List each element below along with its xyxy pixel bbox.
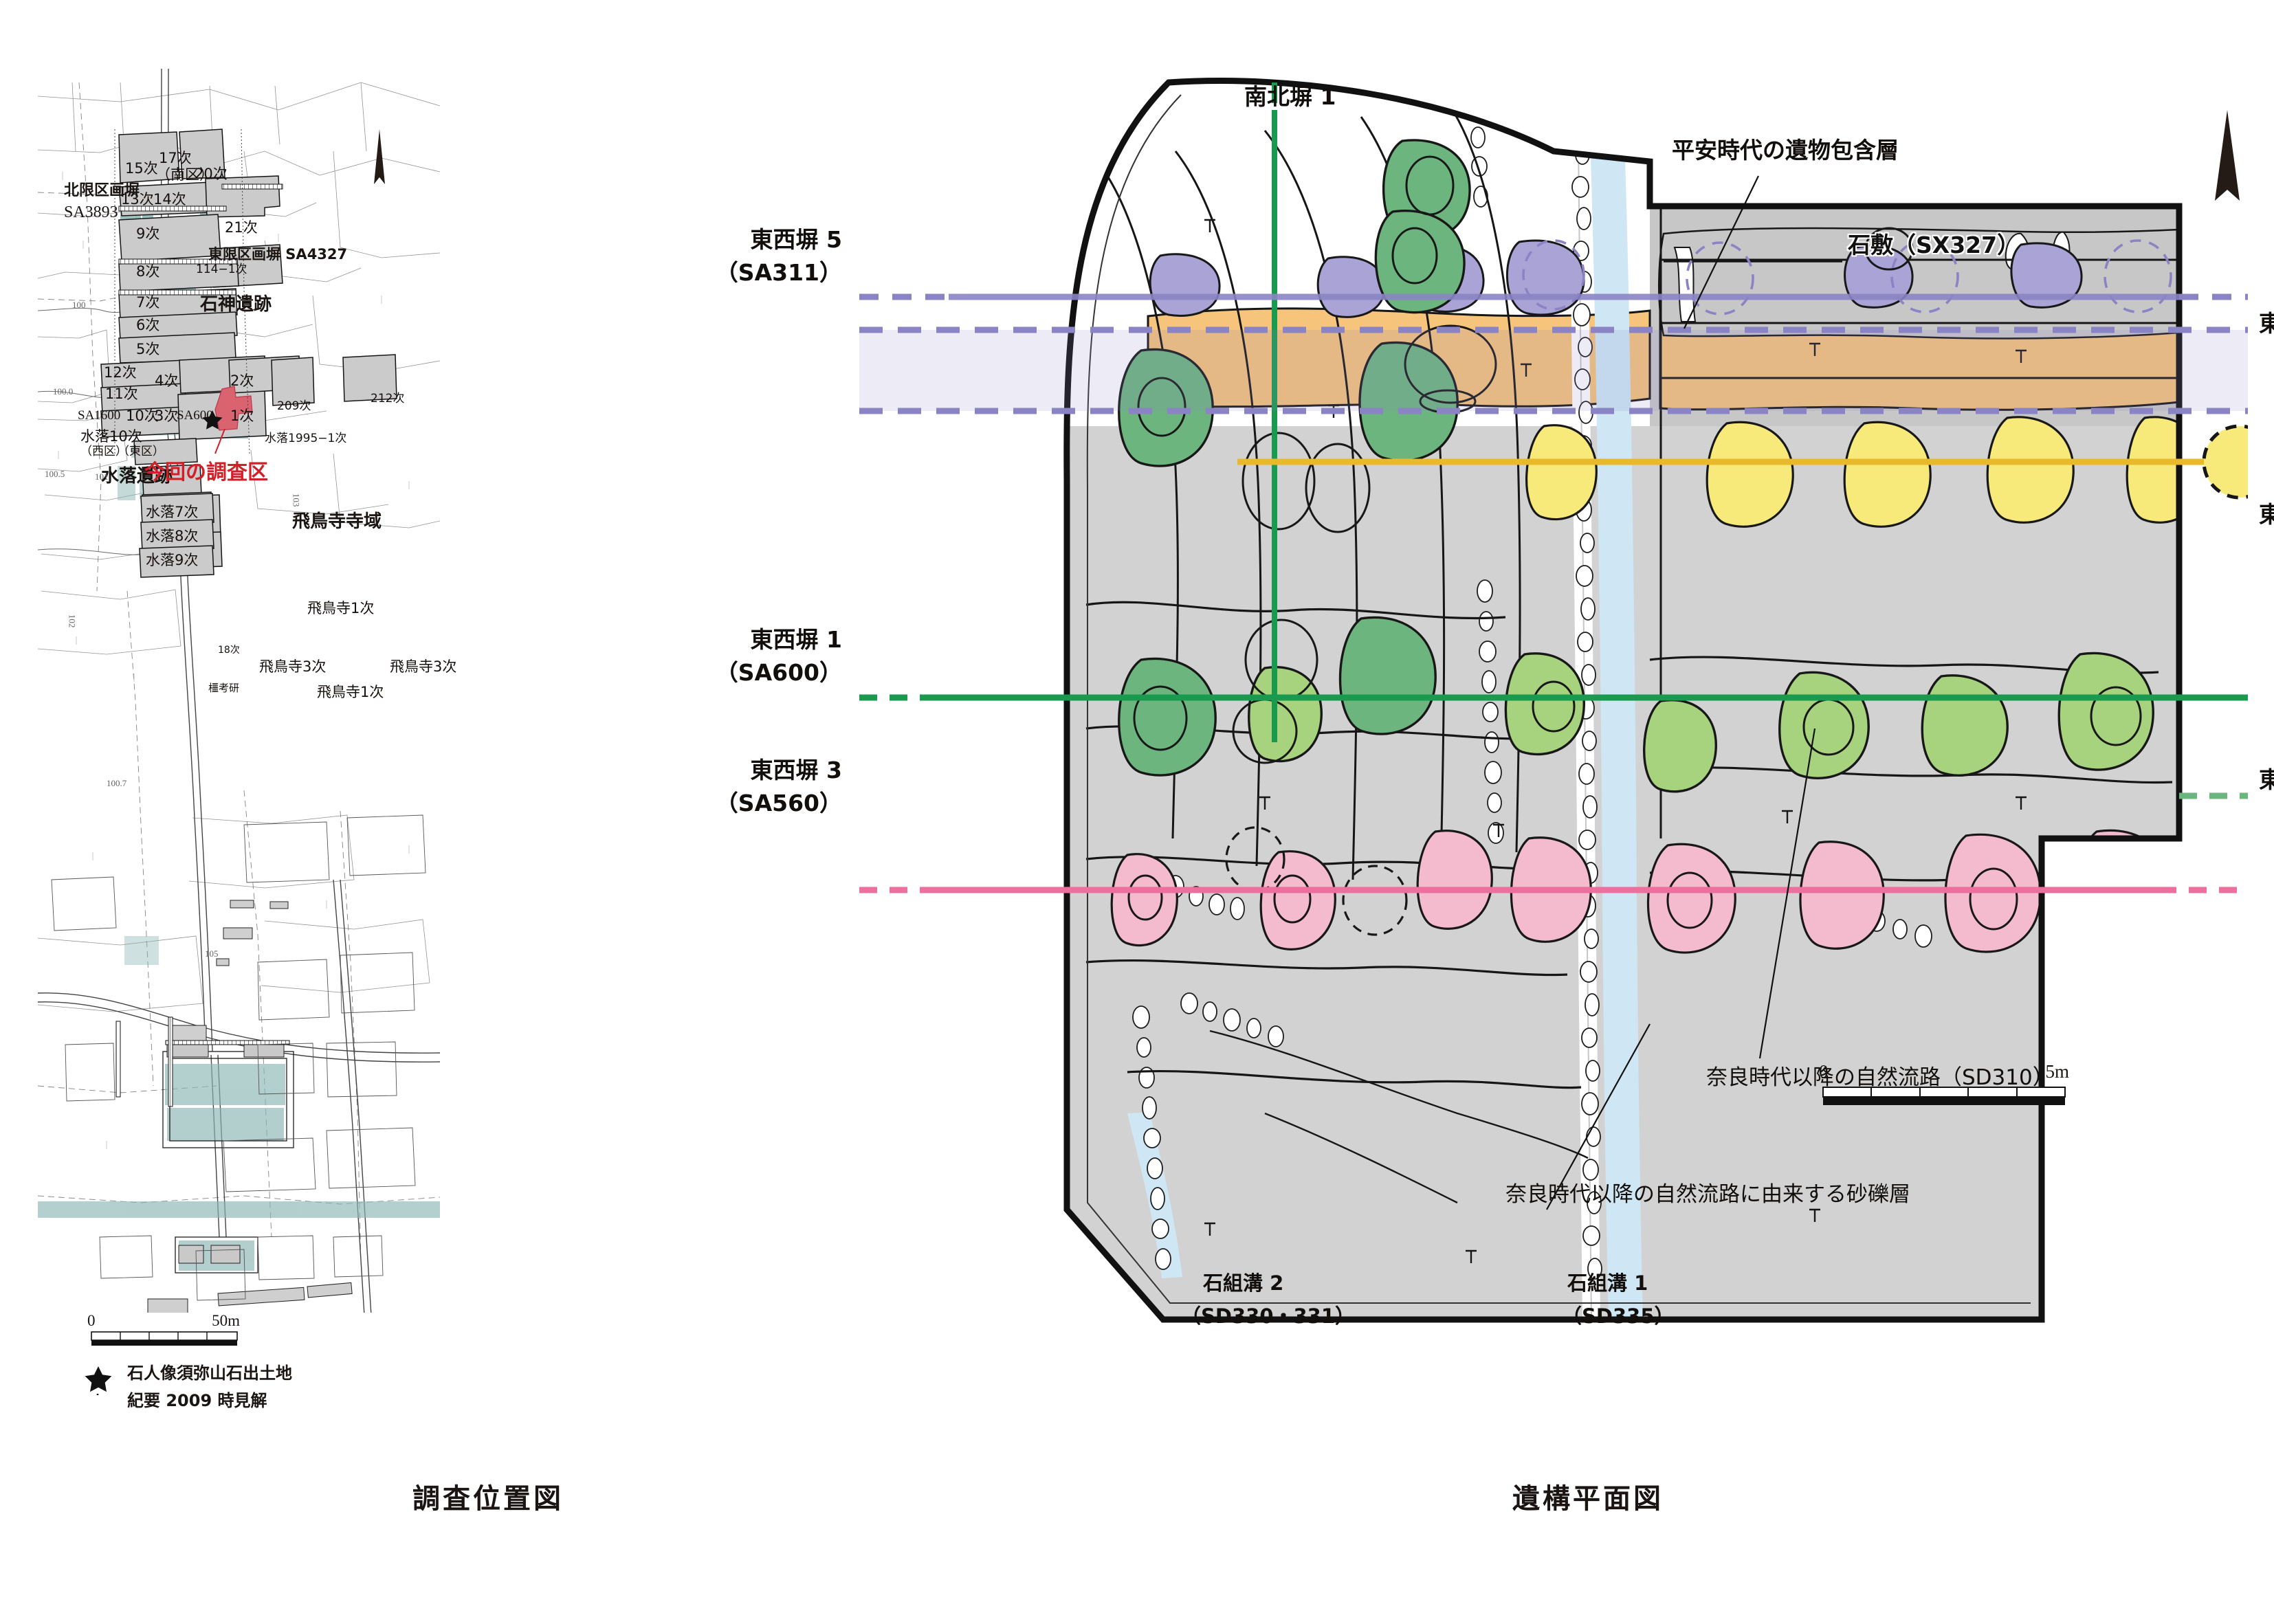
label-tozai-bei-3-sa560: （SA560） — [715, 790, 842, 816]
label-heian-artifact-layer: 平安時代の遺物包含層 — [1672, 137, 1899, 164]
label-ishigami-iseki: 石神遺跡 — [200, 294, 272, 315]
exc-label-east-district: （東区） — [118, 445, 164, 458]
north-arrow-icon — [2215, 110, 2240, 201]
exc-label-7ji: 7次 — [136, 294, 160, 311]
feature-plan-map — [859, 78, 2248, 1323]
exc-label-5ji: 5次 — [136, 341, 160, 357]
exc-label-114-1ji: 114−1次 — [196, 263, 247, 276]
exc-label-20ji: 20次 — [195, 166, 228, 182]
contour-label-100: 100 — [72, 300, 86, 310]
right-figure-caption: 遺構平面図 — [1512, 1483, 1664, 1515]
survey-location-map — [38, 69, 440, 1395]
label-tougen-kukakubei: 東限区画塀 SA4327 — [208, 246, 348, 263]
exc-label-17ji: 17次 — [159, 150, 192, 166]
legend-note-text: 紀要 2009 時見解 — [127, 1391, 267, 1410]
exc-label-1ji: 1次 — [230, 408, 254, 424]
lightgreen-post-pits — [1248, 652, 2154, 793]
exc-label-asukadera1ji-b: 飛鳥寺1次 — [317, 684, 384, 700]
exc-label-west-district: （西区） — [80, 445, 127, 458]
label-mizuochi-1995: 水落1995−1次 — [265, 432, 347, 445]
left-figure-caption: 調査位置図 — [412, 1483, 564, 1515]
label-gravel-layer: 奈良時代以降の自然流路に由来する砂礫層 — [1505, 1182, 1910, 1207]
exc-label-10ji: 10次 — [126, 408, 159, 424]
contour-label-101: 101 — [95, 471, 109, 482]
exc-label-sa600: SA600 — [177, 408, 213, 423]
label-tozai-bei-5: 東西塀 5 — [750, 226, 842, 253]
legend-asterisk-icon — [96, 1394, 99, 1395]
right-map-scale-bar — [1822, 1087, 2066, 1105]
exc-label-mizuochi10ji: 水落10次 — [80, 428, 142, 445]
inferred-post-circles — [1522, 239, 2172, 315]
label-tozai-bei-3: 東西塀 3 — [750, 757, 842, 783]
exc-label-mizuochi7ji: 水落7次 — [146, 504, 199, 520]
feature-plan-map-panel: 南北塀 1 平安時代の遺物包含層 石敷（SX327） 東西塀 5 （SA311）… — [716, 41, 2274, 1423]
label-sd310: 奈良時代以降の自然流路（SD310） — [1706, 1065, 2054, 1090]
exc-label-11ji: 11次 — [105, 386, 138, 402]
contour-label-100-7: 100.7 — [107, 778, 127, 788]
exc-label-14ji: 14次 — [153, 191, 186, 208]
annotation-leader-lines — [1546, 175, 1816, 1210]
survey-location-map-panel: 北限区画塀 SA3893 東限区画塀 SA4327 石神遺跡 水落遺跡 飛鳥寺寺… — [38, 69, 456, 1410]
tozai-mizo-1-band — [859, 326, 2248, 414]
exc-label-4ji: 4次 — [155, 372, 179, 389]
left-scale-end: 50m — [212, 1312, 240, 1329]
label-tozai-bei-1-sa600: （SA600） — [715, 659, 842, 686]
exc-label-12ji: 12次 — [104, 364, 137, 381]
exc-label-asukadera3ji-a: 飛鳥寺3次 — [259, 658, 327, 675]
tozai-bei-4-marker-circle — [2202, 424, 2248, 500]
exc-label-kankouken: 橿考研 — [208, 682, 240, 694]
label-tozai-mizo-1: 東西溝 1 — [2259, 310, 2274, 337]
exc-label-sa1600: SA1600 — [78, 408, 121, 423]
label-tozai-mizo-1-sd347: （SD347） — [2259, 343, 2274, 370]
label-ishigumi-mizo-1: 石組溝 1 — [1567, 1271, 1648, 1295]
exc-label-209ji: 209次 — [277, 399, 311, 413]
contour-label-102: 102 — [67, 614, 78, 628]
contour-label-105: 105 — [205, 948, 219, 959]
exc-label-212ji: 212次 — [371, 392, 405, 405]
exc-label-2ji: 2次 — [230, 372, 254, 389]
left-scale-start: 0 — [87, 1312, 96, 1329]
label-ishigumi-mizo-2-sd: （SD330・331） — [1181, 1304, 1356, 1328]
north-arrow-icon — [374, 129, 385, 184]
label-sa3893: SA3893 — [64, 203, 118, 221]
legend-star-icon — [85, 1366, 112, 1392]
contour-label-100-0: 100.0 — [53, 386, 74, 397]
label-mizuochi-iseki: 水落遺跡 — [101, 466, 173, 487]
label-hokugen-kukakubei: 北限区画塀 — [64, 182, 140, 199]
label-tozai-bei-1: 東西塀 1 — [750, 626, 842, 653]
natural-channel-sd310 — [1588, 82, 1643, 1320]
exc-label-asukadera1ji-a: 飛鳥寺1次 — [307, 600, 375, 616]
legend-star-text: 石人像須弥山石出土地 — [127, 1364, 292, 1383]
green-post-pits — [1118, 139, 1471, 777]
exc-label-13ji: 13次 — [121, 191, 154, 208]
right-scale-end: 5m — [2045, 1061, 2069, 1082]
exc-label-mizuochi9ji: 水落9次 — [146, 552, 199, 568]
exc-label-15ji: 15次 — [125, 160, 158, 177]
contour-label-103: 103 — [291, 493, 302, 507]
exc-label-21ji: 21次 — [225, 219, 258, 236]
trench-outline — [1063, 78, 2183, 1323]
contour-label-100-5: 100.5 — [45, 469, 65, 479]
yellow-post-pits — [1525, 416, 2179, 528]
label-nanboku-bei-1: 南北塀 1 — [1244, 83, 1336, 110]
label-ishigumi-mizo-1-sd: （SD335） — [1562, 1304, 1675, 1328]
label-asukadera-jiiki: 飛鳥寺寺域 — [292, 511, 382, 532]
exc-label-6ji: 6次 — [136, 317, 160, 333]
left-map-scale-bar — [91, 1331, 238, 1346]
label-ishigumi-mizo-2: 石組溝 2 — [1203, 1271, 1284, 1295]
exc-label-3ji: 3次 — [155, 408, 179, 424]
exc-label-mizuochi8ji: 水落8次 — [146, 528, 199, 544]
label-tozai-bei-5-sa311: （SA311） — [715, 259, 842, 286]
label-tozai-bei-4: 東西塀 4 — [2259, 501, 2274, 528]
exc-label-asukadera3ji-b: 飛鳥寺3次 — [390, 658, 457, 675]
stone-find-star-marker — [202, 410, 223, 430]
right-scale-start: 0 — [1819, 1061, 1829, 1082]
exc-label-17ji-south: （南区） — [156, 166, 214, 183]
exc-label-18ji: 18次 — [218, 645, 240, 656]
label-tozai-bei-2: 東西塀 2 — [2259, 766, 2274, 793]
current-survey-area-label: 今回の調査区 — [144, 460, 268, 485]
label-ishishiki-sx327: 石敷（SX327） — [1848, 232, 2020, 258]
exc-label-8ji: 8次 — [136, 263, 160, 280]
exc-label-9ji: 9次 — [136, 225, 160, 242]
